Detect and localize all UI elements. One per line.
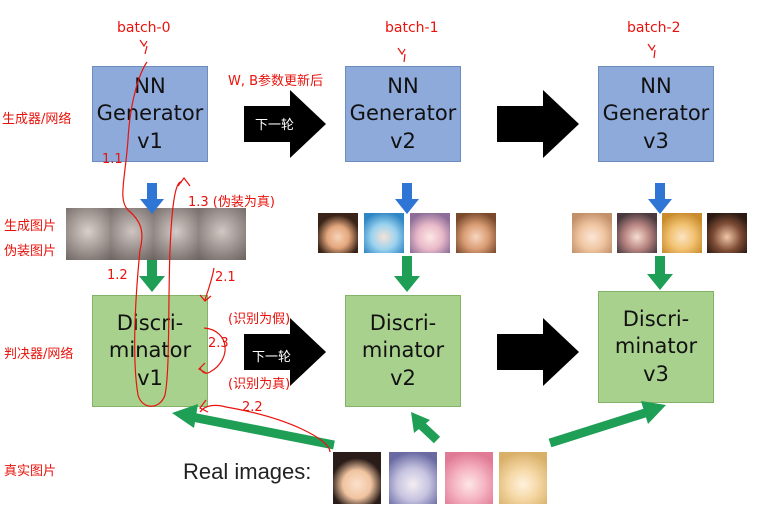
discriminator-line: Discri- — [369, 311, 437, 336]
generated-image-thumbnail — [110, 208, 154, 260]
discriminator-box-v3: Discri- minator v3 — [598, 291, 714, 403]
discriminator-line: minator — [361, 338, 445, 363]
batch-label-1: batch-1 — [385, 20, 439, 36]
annotation-next-round-top: 下一轮 — [255, 118, 295, 133]
real-image-arrow — [548, 408, 647, 448]
discriminator-line: v1 — [137, 365, 163, 390]
annotation-identify-real: (识别为真) — [228, 377, 291, 392]
annotation-step-1-2: 1.2 — [107, 268, 128, 283]
feed-arrow — [139, 260, 165, 292]
anime-face-image — [572, 213, 612, 253]
side-label-real-images: 真实图片 — [4, 464, 57, 479]
anime-face-image — [318, 213, 358, 253]
annotation-step-1-3: 1.3 (伪装为真) — [188, 195, 275, 210]
anime-face-image — [456, 213, 496, 253]
generator-line: NN — [640, 74, 672, 99]
side-label-generated-images: 生成图片 — [4, 219, 57, 234]
discriminator-box-v2: Discri- minator v2 — [345, 295, 461, 407]
batch-label-2: batch-2 — [627, 20, 681, 36]
anime-face-image — [445, 452, 493, 504]
annotation-step-2-2: 2.2 — [242, 400, 263, 415]
generator-box-v3: NN Generator v3 — [598, 66, 714, 162]
annotation-step-1-1: 1.1 — [102, 152, 123, 167]
feed-arrow — [647, 256, 673, 290]
generator-line: NN — [134, 74, 166, 99]
anime-face-image — [364, 213, 404, 253]
side-label-discriminator: 判决器/网络 — [4, 347, 74, 362]
real-image-arrow — [641, 401, 666, 424]
generator-line: v2 — [390, 128, 416, 153]
generate-arrow — [648, 183, 672, 214]
generated-image-thumbnail — [198, 208, 246, 260]
feed-arrow — [394, 256, 420, 292]
real-image-arrow — [411, 412, 430, 433]
generator-line: NN — [387, 74, 419, 99]
generated-image-thumbnail — [154, 208, 198, 260]
real-images-label: Real images: — [183, 459, 312, 484]
annotation-step-2-3: 2.3 — [208, 336, 229, 351]
discriminator-line: minator — [108, 338, 192, 363]
generator-line: v1 — [137, 128, 163, 153]
generator-box-v1: NN Generator v1 — [92, 66, 208, 162]
discriminator-line: v2 — [390, 365, 416, 390]
side-label-generator: 生成器/网络 — [2, 112, 72, 127]
next-round-arrow — [497, 318, 579, 386]
discriminator-line: minator — [614, 334, 698, 359]
side-label-fake-images: 伪装图片 — [4, 244, 57, 259]
batch-label-0: batch-0 — [117, 20, 171, 36]
annotation-identify-fake: (识别为假) — [228, 312, 291, 327]
generate-arrow — [395, 183, 419, 214]
generated-image-thumbnail — [66, 208, 110, 260]
real-image-arrow — [172, 404, 198, 428]
generator-box-v2: NN Generator v2 — [345, 66, 461, 162]
discriminator-box-v1: Discri- minator v1 — [92, 295, 208, 407]
real-image-arrow — [191, 412, 335, 450]
anime-face-image — [707, 213, 747, 253]
anime-face-image — [499, 452, 547, 504]
anime-face-image — [333, 452, 381, 504]
discriminator-line: Discri- — [116, 311, 184, 336]
annotation-step-2-1: 2.1 — [215, 270, 236, 285]
anime-face-image — [389, 452, 437, 504]
generator-line: v3 — [643, 128, 669, 153]
generator-line: Generator — [96, 101, 204, 126]
discriminator-line: v3 — [643, 361, 669, 386]
annotation-next-round-bottom: 下一轮 — [252, 350, 292, 365]
anime-face-image — [662, 213, 702, 253]
anime-face-image — [410, 213, 450, 253]
generator-line: Generator — [349, 101, 457, 126]
generator-line: Generator — [602, 101, 710, 126]
discriminator-line: Discri- — [622, 307, 690, 332]
real-image-arrow — [416, 420, 441, 444]
anime-face-image — [617, 213, 657, 253]
annotation-param-update: W, B参数更新后 — [228, 74, 324, 89]
next-round-arrow — [497, 90, 579, 158]
